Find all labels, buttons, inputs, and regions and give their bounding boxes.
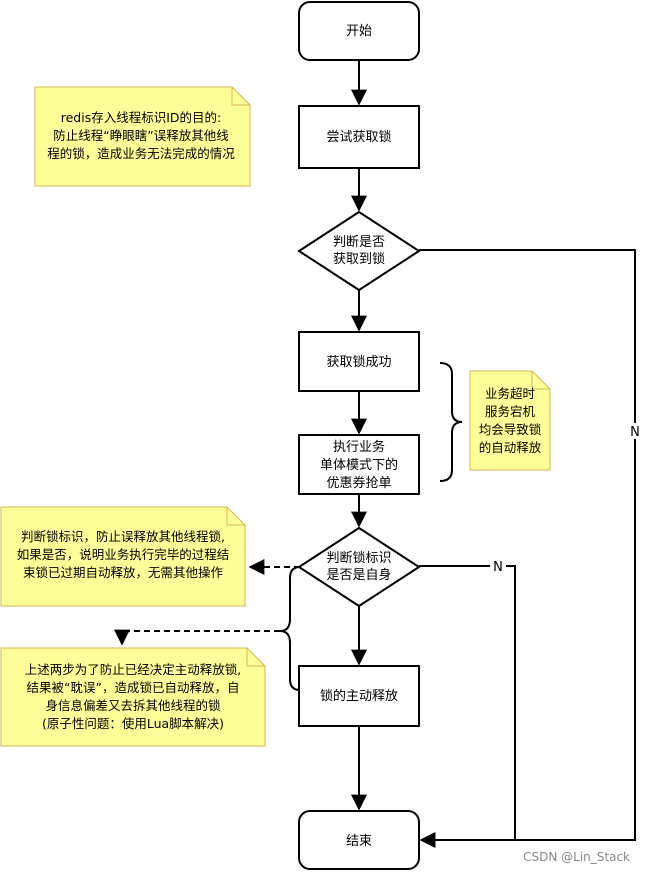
- note-atomic-line-1: 上述两步为了防止已经决定主动释放锁,: [25, 662, 241, 677]
- edge-label-no-self: N: [490, 558, 506, 575]
- note-timeout-line-1: 业务超时: [485, 386, 536, 401]
- node-execute-business: 执行业务 单体模式下的 优惠券抢单: [298, 434, 420, 495]
- brace-atomic: [279, 566, 301, 691]
- note-timeout-line-3: 均会导致锁: [479, 422, 542, 437]
- edge-label-no-self-text: N: [493, 560, 503, 575]
- note-redis-line-2: 防止线程“睁眼瞎”误释放其他线: [53, 128, 229, 143]
- node-check-lock-id-label-1: 判断锁标识: [326, 550, 391, 566]
- node-check-lock-id: 判断锁标识 是否是自身: [297, 526, 421, 608]
- node-acquire-success: 获取锁成功: [298, 331, 420, 392]
- node-try-lock: 尝试获取锁: [298, 105, 420, 169]
- note-redis-line-3: 程的锁，造成业务无法完成的情况: [47, 146, 235, 161]
- node-execute-business-label-2: 单体模式下的: [320, 457, 398, 473]
- node-check-acquired-label-1: 判断是否: [333, 235, 385, 250]
- node-execute-business-label-1: 执行业务: [333, 439, 385, 455]
- note-timeout-line-2: 服务宕机: [485, 404, 536, 419]
- edges: [351, 60, 636, 848]
- node-release-lock: 锁的主动释放: [298, 665, 420, 727]
- node-end-label: 结束: [346, 834, 372, 849]
- note-redis-line-1: redis存入线程标识ID的目的:: [61, 110, 222, 125]
- edge-label-no-acquired: N: [627, 423, 643, 440]
- edge-checkid-no-to-end: [419, 565, 516, 840]
- note-judge-line-3: 束锁已过期自动释放，无需其他操作: [23, 565, 224, 580]
- dashed-arrow-atomic-note: [114, 629, 280, 646]
- note-judge: 判断锁标识，防止误释放其他线程锁, 如果是否，说明业务执行完毕的过程结 束锁已过…: [0, 506, 246, 607]
- note-atomic-line-4: (原子性问题：使用Lua脚本解决): [42, 716, 224, 731]
- note-timeout: 业务超时 服务宕机 均会导致锁 的自动释放: [469, 370, 551, 471]
- node-release-lock-label: 锁的主动释放: [320, 688, 398, 704]
- node-start-label: 开始: [346, 24, 372, 39]
- note-judge-line-2: 如果是否，说明业务执行完毕的过程结: [17, 547, 230, 562]
- note-judge-line-1: 判断锁标识，防止误释放其他线程锁,: [21, 529, 225, 544]
- note-atomic-line-3: 身信息偏差又去拆其他线程的锁: [45, 698, 221, 713]
- node-check-acquired: 判断是否 获取到锁: [297, 210, 421, 292]
- edge-label-no-acquired-text: N: [630, 425, 640, 440]
- note-redis: redis存入线程标识ID的目的: 防止线程“睁眼瞎”误释放其他线 程的锁，造成…: [34, 86, 251, 187]
- brace-timeout: [439, 362, 463, 482]
- node-execute-business-label-3: 优惠券抢单: [326, 475, 391, 491]
- note-timeout-line-4: 的自动释放: [479, 440, 542, 455]
- node-acquire-success-label: 获取锁成功: [326, 354, 391, 370]
- node-end: 结束: [298, 810, 420, 870]
- watermark: CSDN @Lin_Stack: [523, 850, 630, 864]
- note-atomic-line-2: 结果被“耽误”，造成锁已自动释放，自: [27, 680, 240, 695]
- node-start: 开始: [298, 1, 420, 61]
- node-check-lock-id-label-2: 是否是自身: [326, 567, 391, 583]
- edge-check-no-to-end: [419, 249, 636, 848]
- note-atomic: 上述两步为了防止已经决定主动释放锁, 结果被“耽误”，造成锁已自动释放，自 身信…: [0, 647, 266, 747]
- node-try-lock-label: 尝试获取锁: [326, 129, 391, 145]
- node-check-acquired-label-2: 获取到锁: [333, 251, 385, 267]
